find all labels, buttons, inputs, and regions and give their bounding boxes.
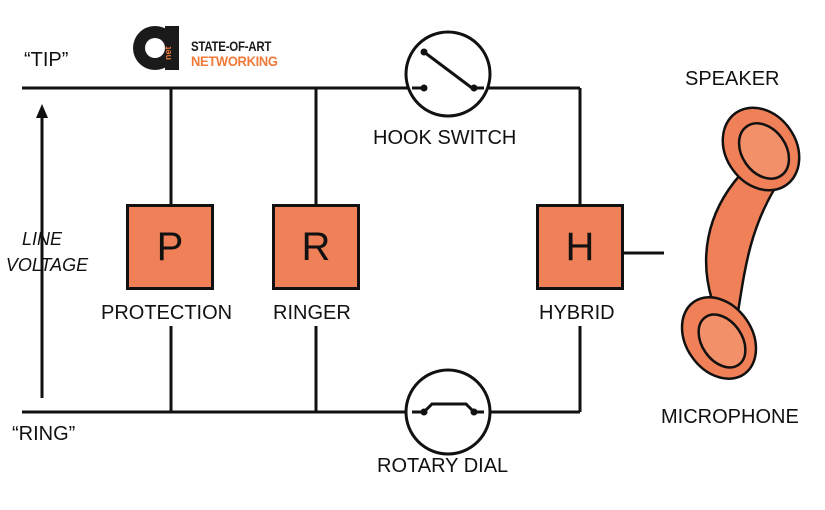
line-voltage-label-2: VOLTAGE — [5, 255, 89, 275]
hybrid-letter: H — [565, 224, 595, 269]
ringer-box: R — [272, 204, 360, 290]
logo-line-1: STATE-OF-ART — [191, 38, 272, 54]
ringer-letter: R — [301, 224, 331, 269]
protection-label: PROTECTION — [101, 302, 233, 324]
ring-label: “RING” — [12, 423, 76, 445]
rotary-dial-symbol — [404, 368, 492, 456]
logo-icon: net — [131, 22, 187, 74]
speaker-label: SPEAKER — [685, 68, 780, 90]
handset-icon — [680, 106, 801, 380]
hybrid-label: HYBRID — [539, 302, 615, 324]
tip-label: “TIP” — [24, 49, 69, 71]
ringer-label: RINGER — [273, 302, 351, 324]
hook-switch-symbol — [404, 30, 492, 118]
rotary-dial-label: ROTARY DIAL — [377, 455, 509, 477]
hook-switch-label: HOOK SWITCH — [373, 127, 517, 149]
line-voltage-arrowhead — [36, 104, 48, 118]
line-voltage-label-1: LINE — [22, 229, 63, 249]
logo-line-2: NETWORKING — [191, 53, 278, 69]
logo-mark-text: net — [163, 46, 173, 60]
hybrid-box: H — [536, 204, 624, 290]
microphone-label: MICROPHONE — [661, 406, 799, 428]
protection-letter: P — [156, 224, 184, 269]
protection-box: P — [126, 204, 214, 290]
